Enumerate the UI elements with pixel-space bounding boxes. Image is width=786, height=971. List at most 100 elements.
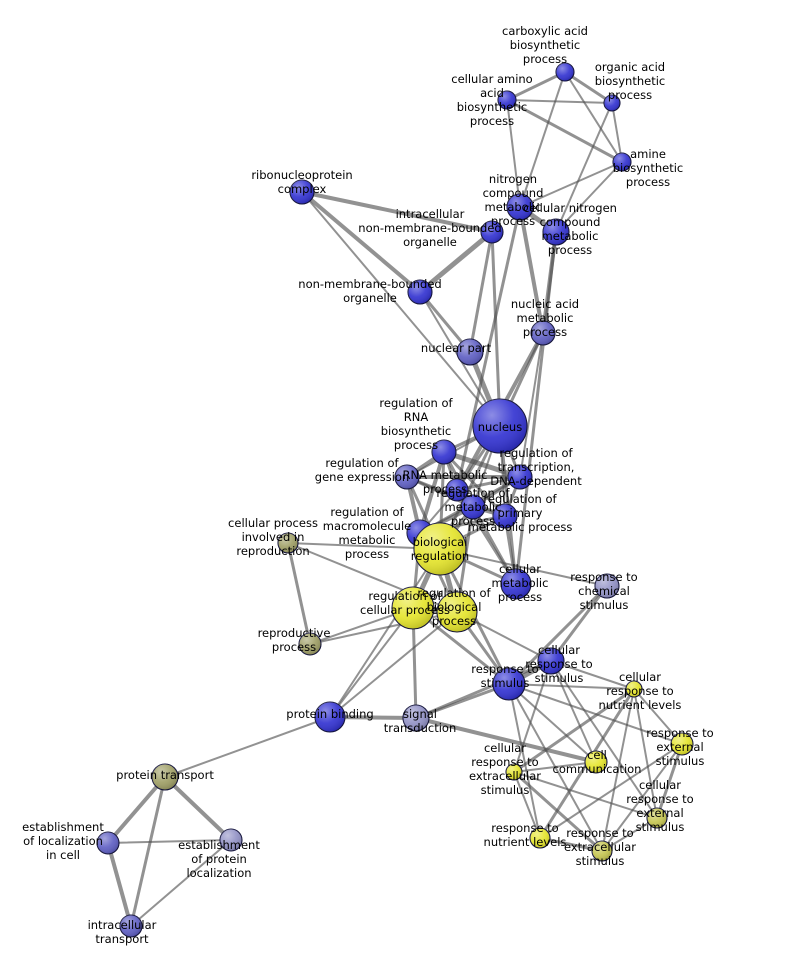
edge-cellular_amino_acid_biosynthetic--amine_biosynthetic <box>505 98 624 164</box>
edge-amine_biosynthetic--nitrogen_compound_metabolic <box>519 161 623 208</box>
edge-response_nutrient--cellular_response_extracellular <box>513 771 541 839</box>
node-cellular_response_nutrient[interactable] <box>625 680 643 698</box>
node-reproductive_process[interactable] <box>298 632 322 656</box>
edge-protein_binding--protein_transport <box>164 716 331 778</box>
edge-cellular_response_stimulus--cellular_response_external <box>550 660 658 819</box>
edge-cellular_nitrogen_compound_metabolic--cellular_metabolic <box>514 230 558 586</box>
edge-cellular_amino_acid_biosynthetic--nitrogen_compound_metabolic <box>506 99 521 208</box>
edge-protein_binding--reg_biological_process <box>329 611 458 718</box>
node-reg_gene_expression[interactable] <box>394 464 420 490</box>
edge-reg_RNA_biosynthetic--reg_macromolecule_metabolic <box>418 450 446 535</box>
node-ribonucleoprotein_complex[interactable] <box>289 179 315 205</box>
node-response_extracellular[interactable] <box>591 840 613 862</box>
node-intracellular_nm_organelle[interactable] <box>480 220 504 244</box>
node-response_external[interactable] <box>670 732 694 756</box>
node-amine_biosynthetic[interactable] <box>612 152 632 172</box>
node-est_localization_cell[interactable] <box>96 831 120 855</box>
node-nitrogen_compound_metabolic[interactable] <box>506 193 534 221</box>
edge-response_external--cellular_response_external <box>655 742 684 820</box>
edge-reg_biological_process--reproductive_process <box>309 611 458 645</box>
edge-cellular_response_stimulus--cellular_response_nutrient <box>550 660 635 690</box>
node-protein_binding[interactable] <box>314 701 346 733</box>
edge-ribonucleoprotein_complex--non_membrane_organelle <box>300 190 422 294</box>
edge-response_stimulus--response_nutrient <box>508 683 541 839</box>
node-signal_transduction[interactable] <box>402 704 430 732</box>
node-cellular_nitrogen_compound_metabolic[interactable] <box>542 218 570 246</box>
edge-protein_transport--intracellular_transport <box>129 775 167 928</box>
node-reg_biological_process[interactable] <box>436 591 478 633</box>
edge-response_extracellular--response_external <box>601 743 683 852</box>
node-non_membrane_organelle[interactable] <box>407 279 433 305</box>
edge-est_protein_localization--intracellular_transport <box>130 839 232 927</box>
node-carboxylic_acid_biosynthetic[interactable] <box>555 62 575 82</box>
node-reg_cellular_process[interactable] <box>391 586 435 630</box>
edge-protein_transport--est_protein_localization <box>163 775 233 842</box>
node-cellular_metabolic[interactable] <box>500 568 532 600</box>
node-organic_acid_biosynthetic[interactable] <box>603 94 621 112</box>
edge-cellular_response_nutrient--response_extracellular <box>601 688 635 852</box>
edge-response_chemical--biological_regulation <box>439 548 608 587</box>
edge-ribonucleoprotein_complex--intracellular_nm_organelle <box>300 190 494 234</box>
edge-cellular_response_stimulus--cellular_response_extracellular <box>513 660 552 773</box>
edge-protein_binding--biological_regulation <box>329 548 441 718</box>
edge-cellular_response_nutrient--cellular_response_external <box>633 688 658 819</box>
edge-cellular_response_stimulus--cell_communication <box>550 660 597 763</box>
edge-est_localization_cell--intracellular_transport <box>106 841 133 928</box>
edge-cellular_process_reproduction--reproductive_process <box>286 541 312 646</box>
edge-carboxylic_acid_biosynthetic--nitrogen_compound_metabolic <box>519 71 566 208</box>
edge-cellular_response_extracellular--cellular_response_external <box>513 771 658 819</box>
node-cellular_amino_acid_biosynthetic[interactable] <box>497 90 517 110</box>
edge-intracellular_nm_organelle--non_membrane_organelle <box>417 229 495 295</box>
edge-cellular_response_stimulus--response_chemical <box>549 584 609 663</box>
node-cellular_process_reproduction[interactable] <box>277 532 299 554</box>
edge-reg_RNA_biosynthetic--reg_transcription_dna <box>441 449 523 480</box>
node-reg_metabolic[interactable] <box>460 494 486 520</box>
node-cell_communication[interactable] <box>584 750 608 774</box>
edge-response_stimulus--cellular_response_nutrient <box>508 683 635 690</box>
edge-ribonucleoprotein_complex--nucleus <box>301 191 501 427</box>
node-biological_regulation[interactable] <box>413 522 467 576</box>
node-protein_transport[interactable] <box>151 763 179 791</box>
edge-intracellular_nm_organelle--nuclear_part <box>468 230 494 354</box>
node-cellular_response_extracellular[interactable] <box>505 763 523 781</box>
node-nuclear_part[interactable] <box>456 338 484 366</box>
edge-cellular_response_stimulus--signal_transduction <box>414 659 553 720</box>
edge-response_nutrient--response_extracellular <box>538 836 604 853</box>
edge-nitrogen_compound_metabolic--nucleic_acid_metabolic <box>518 205 545 335</box>
edge-organic_acid_biosynthetic--cellular_nitrogen_compound_metabolic <box>555 102 613 233</box>
node-response_nutrient[interactable] <box>529 827 551 849</box>
edge-signal_transduction--cell_communication <box>414 716 598 764</box>
edge-layer <box>106 70 684 928</box>
edge-cell_communication--cellular_response_extracellular <box>513 761 597 773</box>
node-nucleus[interactable] <box>472 398 528 454</box>
node-est_protein_localization[interactable] <box>219 828 243 852</box>
edge-response_extracellular--cellular_response_extracellular <box>512 770 604 853</box>
edge-response_stimulus--response_chemical <box>507 584 609 686</box>
edge-intracellular_nm_organelle--nucleus <box>490 230 502 428</box>
edge-est_localization_cell--est_protein_localization <box>107 839 232 844</box>
node-reg_RNA_biosynthetic[interactable] <box>431 439 457 465</box>
node-response_stimulus[interactable] <box>492 667 526 701</box>
node-reg_primary_metabolic[interactable] <box>492 503 518 529</box>
edge-carboxylic_acid_biosynthetic--amine_biosynthetic <box>564 71 623 163</box>
node-cellular_response_external[interactable] <box>646 807 668 829</box>
node-intracellular_transport[interactable] <box>119 914 143 938</box>
edge-cellular_response_nutrient--cellular_response_extracellular <box>512 687 636 774</box>
edge-carboxylic_acid_biosynthetic--cellular_amino_acid_biosynthetic <box>505 70 567 102</box>
node-response_chemical[interactable] <box>594 573 620 599</box>
node-cellular_response_stimulus[interactable] <box>537 647 565 675</box>
edge-nucleic_acid_metabolic--reg_transcription_dna <box>519 332 544 478</box>
node-reg_transcription_dna[interactable] <box>507 464 533 490</box>
node-layer <box>96 62 694 938</box>
node-nucleic_acid_metabolic[interactable] <box>530 320 556 346</box>
edge-response_nutrient--response_external <box>539 743 683 839</box>
edge-organic_acid_biosynthetic--amine_biosynthetic <box>611 102 623 163</box>
